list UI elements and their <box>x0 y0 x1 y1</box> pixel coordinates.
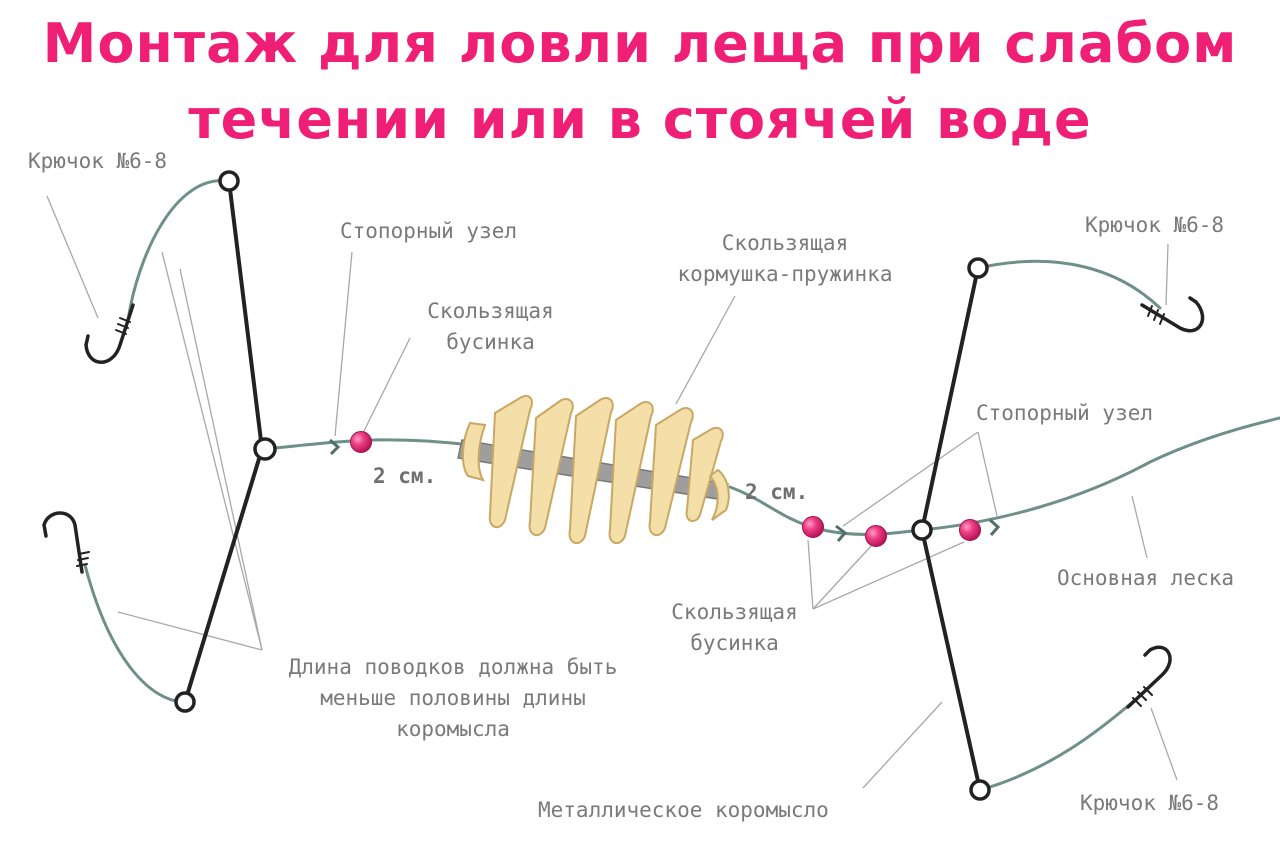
label-leader-length-line-1: Длина поводков должна быть <box>288 655 618 679</box>
leader-top-left <box>126 179 229 322</box>
pointer-leader-a <box>161 251 263 651</box>
title-line-1: Монтаж для ловли леща при слабом <box>42 12 1238 75</box>
stop-knot-right-a <box>835 524 848 542</box>
feeder-spring-icon <box>457 394 730 545</box>
label-sliding-bead-right-line-1: Скользящая <box>671 600 798 624</box>
stop-knots <box>329 438 1001 542</box>
pointer-leader-b <box>179 268 263 651</box>
leader-bottom-left <box>83 563 185 704</box>
pointer-hook-top-left <box>46 195 99 319</box>
label-sliding-bead-left: Скользящая бусинка <box>408 296 573 358</box>
label-hook-top-right: Крючок №6-8 <box>1085 213 1225 237</box>
label-sliding-bead-right-line-2: бусинка <box>690 631 779 655</box>
label-leader-length-line-2: меньше половины длины <box>320 686 586 710</box>
rocker-left <box>174 170 277 713</box>
label-sliding-bead-left-line-1: Скользящая <box>427 299 554 323</box>
label-feeder-line-1: Скользящая <box>721 231 849 255</box>
label-stop-knot-right: Стопорный узел <box>976 401 1154 425</box>
hook-bottom-left-icon <box>42 511 90 574</box>
hook-bottom-right-icon <box>1126 645 1172 709</box>
pointer-leader-c <box>117 611 263 651</box>
title-line-2: течении или в стоячей воде <box>188 88 1092 151</box>
leader-top-right <box>976 259 1162 310</box>
hook-top-right-icon <box>1140 296 1205 333</box>
pointer-metal-rocker <box>862 701 943 789</box>
beads <box>350 431 981 547</box>
pointer-main-line <box>1131 495 1148 559</box>
bead-right-1 <box>802 516 824 538</box>
rocker-right <box>911 257 991 801</box>
label-sliding-bead-left-line-2: бусинка <box>446 330 535 354</box>
label-leader-length: Длина поводков должна быть меньше полови… <box>258 652 648 745</box>
leader-bottom-right <box>978 698 1137 792</box>
pointer-stop-knot-right-a <box>842 431 979 527</box>
label-metal-rocker: Металлическое коромысло <box>538 798 829 822</box>
label-distance-left: 2 см. <box>373 464 437 488</box>
bead-right-3 <box>959 519 981 541</box>
hook-top-left-icon <box>84 303 135 364</box>
pointer-bead-right-b <box>812 544 873 610</box>
pointer-bead-right-c <box>812 541 965 610</box>
stop-knot-right-b <box>989 518 1001 536</box>
pointer-lines <box>46 195 1178 789</box>
label-sliding-bead-right: Скользящая бусинка <box>652 597 817 659</box>
pointer-stop-knot-right-b <box>977 431 998 517</box>
pointer-bead-right-a <box>807 539 814 610</box>
label-feeder-line-2: кормушка-пружинка <box>677 262 893 286</box>
stop-knot-left <box>329 438 341 456</box>
label-hook-top-left: Крючок №6-8 <box>28 149 168 173</box>
bead-right-2 <box>865 525 887 547</box>
main-line <box>920 416 1280 532</box>
pointer-stop-knot-left <box>334 251 353 437</box>
hooks <box>42 296 1205 709</box>
label-leader-length-line-3: коромысла <box>396 717 510 741</box>
pointer-feeder <box>675 295 736 405</box>
pointer-hook-top-right <box>1165 243 1169 306</box>
label-main-line: Основная леска <box>1057 566 1235 590</box>
label-feeder: Скользящая кормушка-пружинка <box>650 228 920 290</box>
label-distance-right: 2 см. <box>745 480 809 504</box>
pointer-hook-bottom-right <box>1150 707 1178 781</box>
bead-left <box>350 431 372 453</box>
label-stop-knot-left: Стопорный узел <box>340 219 518 243</box>
pointer-bead-left <box>362 337 411 434</box>
label-hook-bottom-right: Крючок №6-8 <box>1080 791 1220 815</box>
